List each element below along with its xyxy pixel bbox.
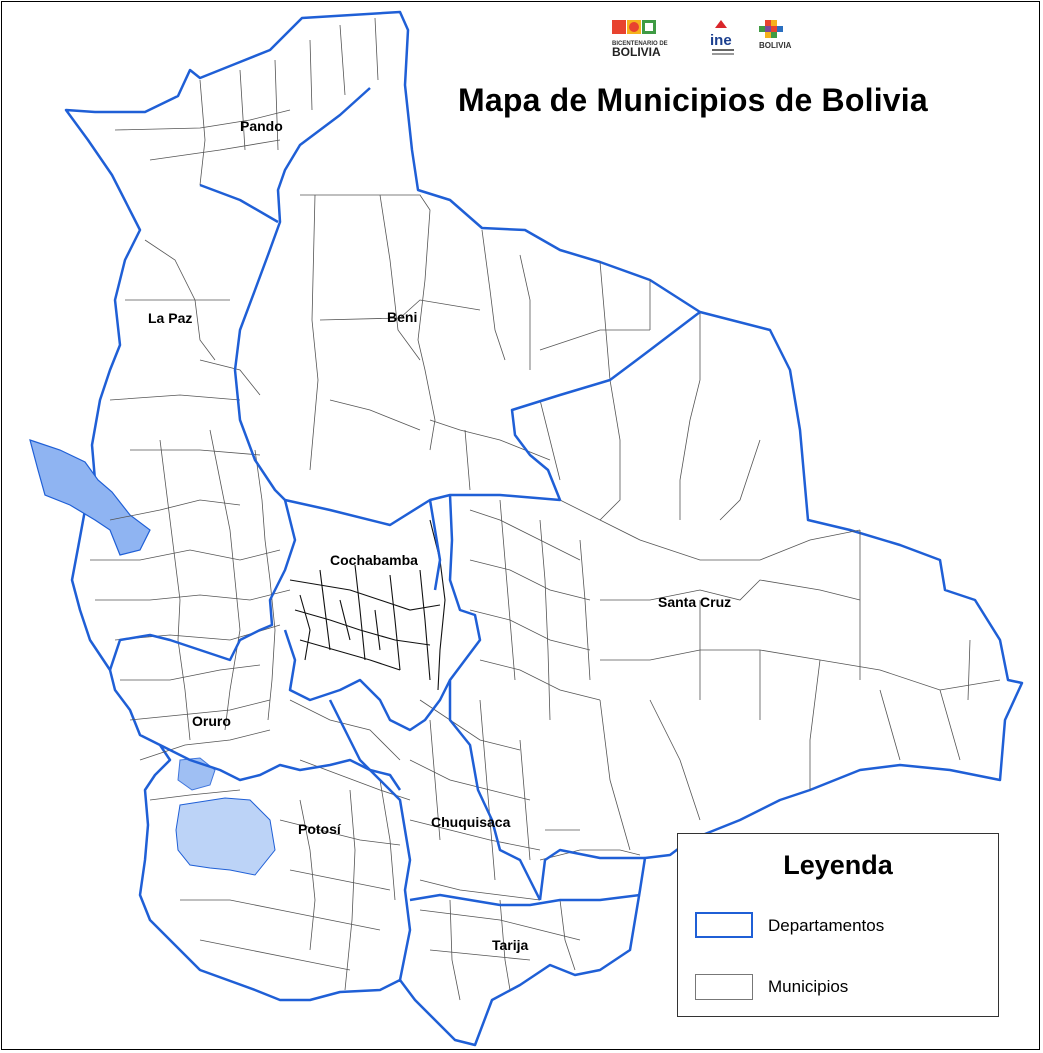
bicentenario-logo: BICENTENARIO DE BOLIVIA bbox=[612, 20, 668, 59]
ine-logo: ine bbox=[710, 20, 734, 55]
legend-title: Leyenda bbox=[783, 850, 893, 880]
dept-label-santa-cruz: Santa Cruz bbox=[658, 594, 731, 610]
dept-label-la-paz: La Paz bbox=[148, 310, 192, 326]
legend-swatch-municipios bbox=[695, 974, 753, 1000]
legend: Leyenda Departamentos Municipios bbox=[677, 833, 999, 1017]
legend-label-departamentos: Departamentos bbox=[768, 916, 885, 935]
bicentenario-small-text: BICENTENARIO DE bbox=[612, 41, 668, 47]
dept-label-cochabamba: Cochabamba bbox=[330, 552, 418, 568]
municipality-lines bbox=[90, 17, 1001, 1001]
department-borders bbox=[108, 87, 701, 981]
lake-titicaca bbox=[29, 439, 151, 556]
dept-label-potosi: Potosí bbox=[298, 821, 342, 837]
estado-text: BOLIVIA bbox=[759, 41, 792, 50]
dept-label-oruro: Oruro bbox=[192, 713, 231, 729]
map-title: Mapa de Municipios de Bolivia bbox=[458, 82, 928, 118]
ine-text: ine bbox=[710, 32, 732, 49]
country-outline bbox=[64, 10, 1024, 1047]
dept-label-chuquisaca: Chuquisaca bbox=[431, 814, 511, 830]
dept-label-pando: Pando bbox=[240, 118, 283, 134]
department-labels: Pando La Paz Beni Cochabamba Santa Cruz … bbox=[148, 118, 731, 953]
legend-label-municipios: Municipios bbox=[768, 977, 849, 996]
dept-label-beni: Beni bbox=[387, 309, 417, 325]
estado-logo: BOLIVIA bbox=[759, 20, 792, 50]
salar-uyuni bbox=[175, 797, 276, 876]
legend-swatch-departamentos bbox=[695, 912, 753, 938]
logos: BICENTENARIO DE BOLIVIA ine BOLIVIA bbox=[612, 20, 792, 59]
bicentenario-big-text: BOLIVIA bbox=[612, 45, 661, 59]
dept-label-tarija: Tarija bbox=[492, 937, 529, 953]
